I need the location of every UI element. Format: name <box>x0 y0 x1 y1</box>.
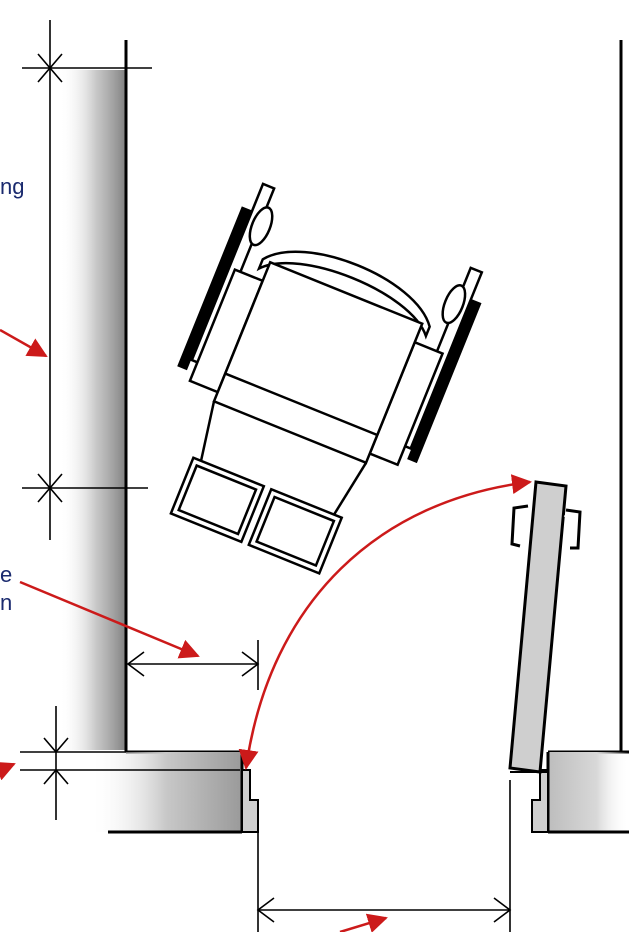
bottom-left-wall-block <box>90 752 259 834</box>
vertical-dimension <box>22 20 152 540</box>
wheelchair-topview-icon <box>169 182 484 575</box>
edge-label-fragment-bottom: n <box>0 590 13 615</box>
latch-side-dimension <box>126 640 260 690</box>
clearance-label-fragment: ng <box>0 174 25 199</box>
pointer-arrows <box>0 328 388 934</box>
clear-opening-dimension <box>256 780 512 932</box>
door-leaf-icon <box>508 480 582 774</box>
edge-label-fragment-top: e <box>0 562 13 587</box>
threshold-dimension <box>20 706 240 820</box>
pointer-arrow-middle <box>19 580 200 659</box>
door-swing-arc <box>238 474 532 770</box>
pointer-arrow-top <box>0 328 48 358</box>
bottom-right-wall-block <box>531 752 629 834</box>
pointer-arrow-left <box>0 761 16 781</box>
pointer-arrow-bottom <box>339 913 388 934</box>
right-wall <box>548 40 629 754</box>
left-wall-shadow <box>60 70 126 750</box>
